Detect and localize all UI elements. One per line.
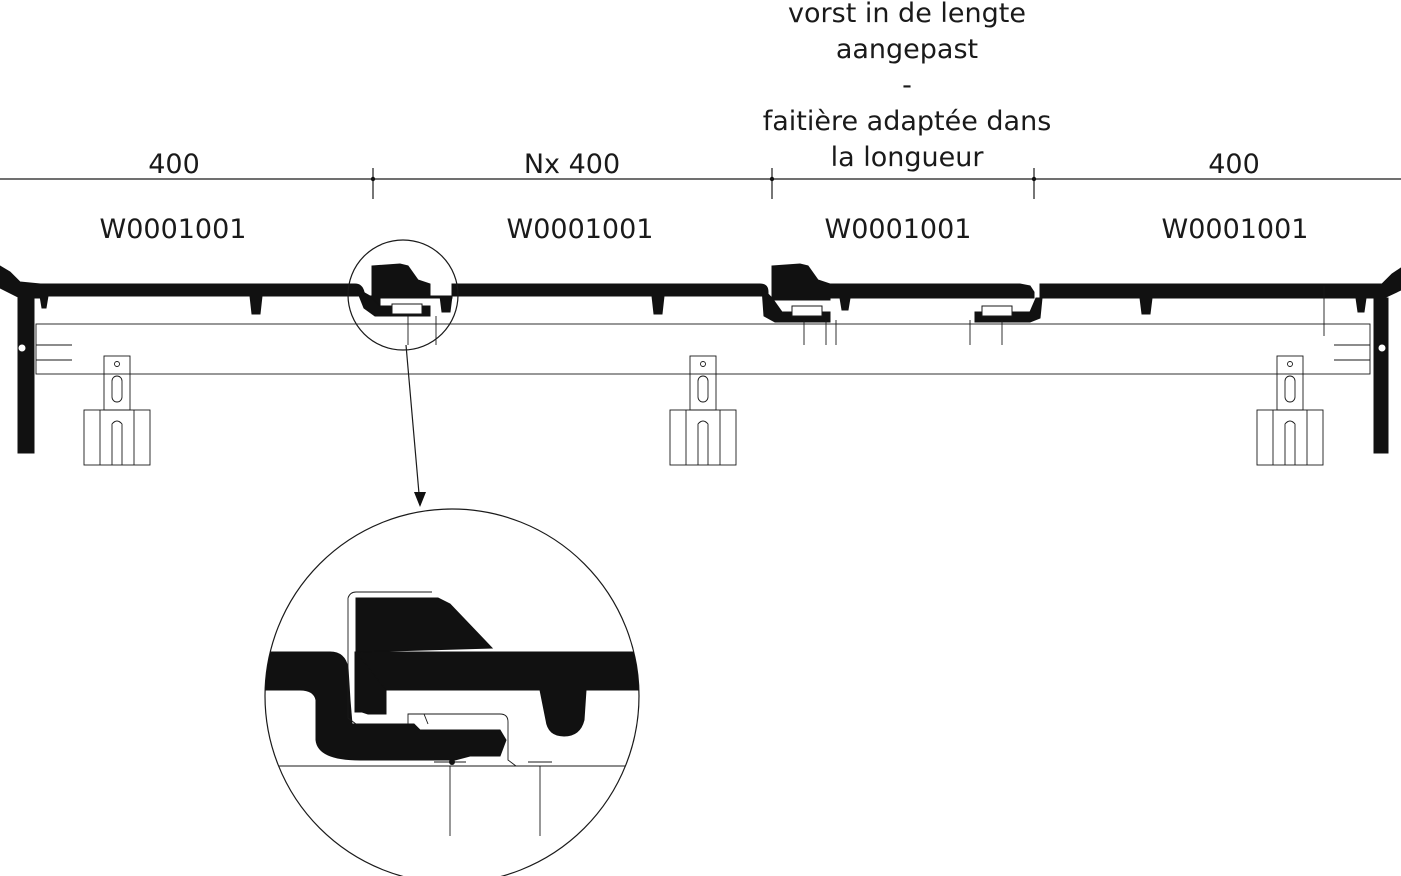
detail-enlargement xyxy=(264,508,640,876)
detail-left-tile xyxy=(265,651,507,761)
drip-nub-7 xyxy=(1355,297,1367,313)
tile-code-4: W0001001 xyxy=(1162,214,1309,245)
tile-code-2: W0001001 xyxy=(507,214,654,245)
clip-2 xyxy=(791,305,823,317)
dimension-label-first: 400 xyxy=(148,149,200,180)
detail-callout-circle xyxy=(347,239,459,351)
drip-nub-2 xyxy=(249,295,263,315)
joint-cap-2 xyxy=(771,263,831,301)
detail-raised-cap xyxy=(355,597,494,653)
annotation-line-3: - xyxy=(902,70,912,101)
tile-code-1: W0001001 xyxy=(100,214,247,245)
detail-circle xyxy=(264,508,640,876)
detail-clip-hook xyxy=(407,713,558,767)
annotation-line-4: faitière adaptée dans xyxy=(763,106,1052,137)
drip-nub-6 xyxy=(1139,297,1153,315)
drip-nub-5 xyxy=(839,297,851,311)
annotation-block: vorst in de lengte aangepast - faitière … xyxy=(763,0,1052,173)
support-bracket-1 xyxy=(83,355,151,466)
annotation-line-2: aangepast xyxy=(836,34,978,65)
ridge-batten xyxy=(35,323,1371,375)
drip-nub-3 xyxy=(439,295,453,313)
tile-code-3: W0001001 xyxy=(825,214,972,245)
support-bracket-3 xyxy=(1256,355,1324,466)
clip-3 xyxy=(981,305,1013,317)
annotation-line-1: vorst in de lengte xyxy=(788,0,1026,29)
support-bracket-2 xyxy=(669,355,737,466)
left-end-plate xyxy=(17,297,35,454)
tile-segment-4 xyxy=(1039,267,1401,299)
detail-clip-outline xyxy=(347,591,432,725)
detail-leader-arrow xyxy=(414,492,426,507)
dimension-label-middle: Nx 400 xyxy=(524,149,620,180)
tile-segment-2 xyxy=(371,283,769,299)
detail-cap-lip xyxy=(355,650,387,715)
tile-segment-1 xyxy=(19,283,381,309)
joint-cap-1 xyxy=(371,263,431,299)
annotation-line-5: la longueur xyxy=(831,142,985,173)
drip-nub-4 xyxy=(651,295,665,315)
detail-leader-line xyxy=(405,344,421,506)
drip-nub-1 xyxy=(39,295,49,309)
tile-codes: W0001001 W0001001 W0001001 W0001001 xyxy=(100,214,1309,245)
batten-structure xyxy=(17,286,1387,375)
clip-1 xyxy=(391,303,423,315)
dimension-dot-3 xyxy=(1031,176,1037,182)
ridge-tile-row xyxy=(0,263,1401,454)
right-end-plate xyxy=(1373,297,1389,454)
dimension-line: 400 Nx 400 400 xyxy=(0,149,1401,199)
detail-drip-nub xyxy=(539,689,587,737)
dimension-dot-2 xyxy=(769,176,775,182)
dimension-dot-1 xyxy=(370,176,376,182)
detail-right-tile-band xyxy=(354,651,639,713)
dimension-label-last: 400 xyxy=(1208,149,1260,180)
